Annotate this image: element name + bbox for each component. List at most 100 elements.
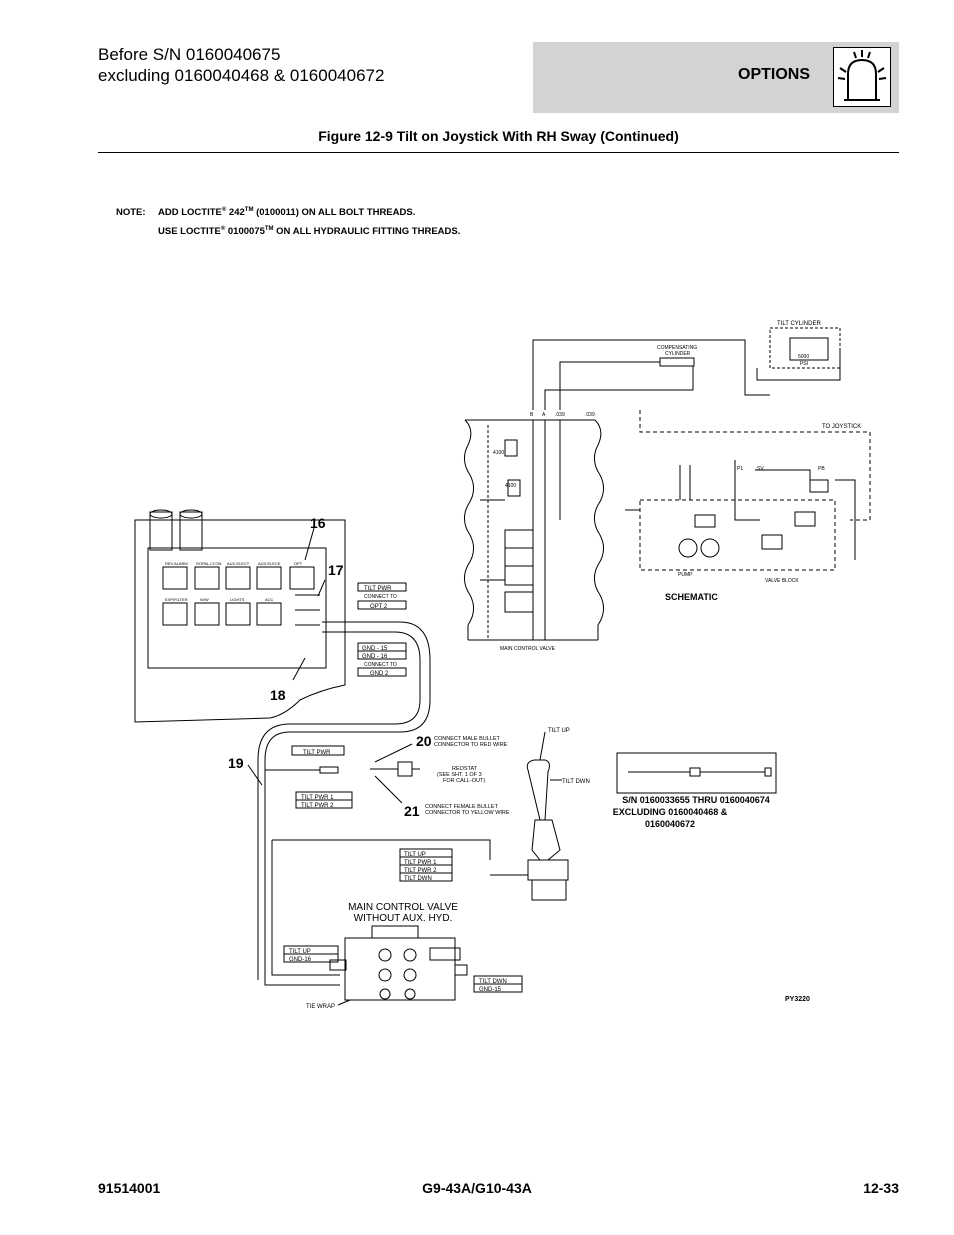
tag-text: TILT PWR <box>303 750 331 756</box>
callout-19: 19 <box>228 755 244 771</box>
port-label: P1 <box>737 466 743 472</box>
relay-label: W/W <box>200 597 209 602</box>
tag-text: GND-15 <box>479 987 502 993</box>
tag-text: CONNECT TO <box>364 594 397 600</box>
footer-page-number: 12-33 <box>863 1180 899 1196</box>
relay-panel: REV.ALARM ROPAL.LT.ON AUX.ELECT AUX.ELEC… <box>134 509 346 723</box>
note-text: ADD LOCTITE <box>158 207 222 219</box>
relay-label: REV.ALARM <box>165 561 188 566</box>
valve-block-label: VALVE BLOCK <box>765 578 799 584</box>
relay-label: ACC <box>265 597 274 602</box>
mcv-label: MAIN CONTROL VALVE <box>348 902 458 913</box>
psi-label: 4100 <box>505 483 516 489</box>
tag-text: TILT DWN <box>404 876 432 882</box>
note-text: USE LOCTITE <box>158 226 221 238</box>
callout-16: 16 <box>310 515 326 531</box>
orifice-label: .039 <box>585 412 595 418</box>
note-text: 242 <box>226 207 245 219</box>
relay-label: EXP/FILTER <box>165 597 188 602</box>
joystick: TILT UP TILT DWN <box>490 728 590 901</box>
tag-text: TILT PWR 2 <box>301 803 334 809</box>
callout-18: 18 <box>270 687 286 703</box>
tie-wrap-label: TIE WRAP <box>306 1004 335 1010</box>
relay-label: ROPAL.LT.ON <box>196 561 222 566</box>
compensating-label: CYLINDER <box>665 351 691 357</box>
main-control-valve-assembly: MAIN CONTROL VALVE WITHOUT AUX. HYD. TIL… <box>283 902 523 1010</box>
header-line-1: Before S/N 0160040675 <box>98 45 281 64</box>
note-text: 0100075 <box>225 226 265 238</box>
pump-label: PUMP <box>678 572 693 578</box>
inset-note: 0160040672 <box>645 819 695 829</box>
figure-title: Figure 12-9 Tilt on Joystick With RH Swa… <box>318 128 679 144</box>
footer-model: G9-43A/G10-43A <box>422 1180 532 1196</box>
header-serial-info: Before S/N 0160040675 excluding 01600404… <box>98 44 384 86</box>
callout-17: 17 <box>328 562 344 578</box>
callout-note: CONNECTOR TO YELLOW WIRE <box>425 810 510 816</box>
note-reg: ® <box>220 226 226 233</box>
mcv-label: WITHOUT AUX. HYD. <box>354 913 453 924</box>
wiring-harness: TILT PWR CONNECT TO OPT 2 GND - 15 GND -… <box>228 582 510 986</box>
tag-text: TILT PWR 1 <box>301 795 334 801</box>
note-line-1: NOTE: ADD LOCTITE® 242TM (0100011) ON ALL… <box>116 202 460 221</box>
tag-text: TILT PWR 2 <box>404 868 437 874</box>
callout-20: 20 <box>416 733 432 749</box>
joystick-label: TILT DWN <box>562 779 590 785</box>
hydraulic-schematic: TILT CYLINDER 5000 PSI COMPENSATING CYLI… <box>464 321 871 652</box>
psi-label: PSI <box>800 361 808 367</box>
tag-text: CONNECT TO <box>364 662 397 668</box>
tag-text: TILT PWR 1 <box>404 860 437 866</box>
compensating-label: COMPENSATING <box>657 345 697 351</box>
header-rule <box>98 152 899 153</box>
tag-text: TILT UP <box>404 852 426 858</box>
note-tm: TM <box>264 226 274 233</box>
callout-note: CONNECTOR TO RED WIRE <box>434 742 508 748</box>
relay-label: AUX.ELECE <box>258 561 281 566</box>
note-line-2: USE LOCTITE® 0100075TM ON ALL HYDRAULIC … <box>116 221 460 240</box>
to-joystick-label: TO JOYSTICK <box>822 424 861 430</box>
tag-text: GND - 16 <box>362 654 388 660</box>
loctite-note: NOTE:ADD LOCTITE® 242TM (0100011) ON ALL… <box>116 202 460 240</box>
inset-harness: S/N 0160033655 THRU 0160040674 EXCLUDING… <box>613 752 777 829</box>
callout-21: 21 <box>404 803 420 819</box>
callout-note: (SEE SHT. 1 OF 3 <box>437 772 482 778</box>
relay-label: OPT <box>294 561 303 566</box>
tag-text: GND - 15 <box>362 646 388 652</box>
tag-text: GND 2 <box>370 671 389 677</box>
relay-label: LIGHTS <box>230 597 245 602</box>
footer-part-number: 91514001 <box>98 1180 161 1196</box>
callout-note: CONNECT FEMALE BULLET <box>425 804 499 810</box>
tag-text: TILT UP <box>289 949 311 955</box>
beacon-light-icon <box>833 47 891 107</box>
psi-label: 5000 <box>798 354 809 360</box>
schematic-label: SCHEMATIC <box>665 592 718 602</box>
note-text: (0100011) ON ALL BOLT THREADS. <box>253 207 416 219</box>
psi-label: 4100 <box>493 450 504 456</box>
note-tm: TM <box>244 207 254 213</box>
orifice-label: .039 <box>555 412 565 418</box>
tag-text: TILT DWN <box>479 979 507 985</box>
tag-text: OPT 2 <box>370 604 388 610</box>
port-label: A <box>542 412 546 418</box>
port-label: B <box>530 412 534 418</box>
tag-text: TILT PWR <box>364 586 392 592</box>
note-text: ON ALL HYDRAULIC FITTING THREADS. <box>273 226 461 238</box>
tag-text: GND-16 <box>289 957 312 963</box>
note-label: NOTE: <box>116 207 146 219</box>
callout-note: CONNECT MALE BULLET <box>434 736 501 742</box>
joystick-label: TILT UP <box>548 728 570 734</box>
inset-note: S/N 0160033655 THRU 0160040674 <box>622 795 770 805</box>
drawing-id: PY3220 <box>785 996 810 1003</box>
section-tab: OPTIONS <box>533 42 899 113</box>
port-label: SV <box>757 466 764 472</box>
inset-note: EXCLUDING 0160040468 & <box>613 807 728 817</box>
port-label: PB <box>818 466 825 472</box>
callout-note: REOSTAT <box>452 766 478 772</box>
main-control-valve-label: MAIN CONTROL VALVE <box>500 646 556 652</box>
relay-label: AUX.ELECT <box>227 561 250 566</box>
header-line-2: excluding 0160040468 & 0160040672 <box>98 66 385 85</box>
note-reg: ® <box>221 207 227 213</box>
section-title: OPTIONS <box>738 66 811 83</box>
callout-note: FOR CALL-OUT) <box>443 778 485 784</box>
tilt-cylinder-label: TILT CYLINDER <box>777 321 821 327</box>
